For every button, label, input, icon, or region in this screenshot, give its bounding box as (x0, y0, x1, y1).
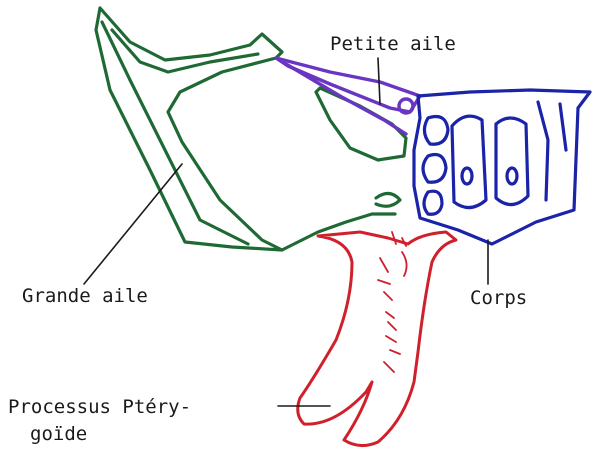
grande-aile-small-hook (376, 193, 400, 206)
corps-oval-right (507, 168, 517, 184)
grande-aile-inner-line (102, 22, 248, 244)
label-petite-aile: Petite aile (330, 33, 456, 55)
corps-oval-left (462, 168, 472, 184)
petite-aile-drawing (276, 58, 420, 134)
corps-outline (414, 90, 590, 244)
grande-aile-inner-edge (112, 30, 258, 72)
label-processus-line2: goïde (30, 423, 87, 445)
label-processus-line1: Processus Ptéry- (8, 396, 191, 418)
corps-right-ridge (538, 102, 566, 200)
processus-inner-marks (378, 232, 407, 372)
corps-left-chamber (452, 116, 486, 207)
corps-right-chamber (496, 118, 528, 205)
petite-aile-leader (378, 58, 380, 104)
processus-drawing (298, 232, 456, 446)
label-corps: Corps (470, 287, 527, 309)
label-grande-aile: Grande aile (22, 285, 148, 307)
corps-cell-column (423, 117, 448, 215)
corps-drawing (414, 90, 590, 244)
grande-aile-leader (84, 164, 182, 284)
processus-outline (298, 232, 456, 446)
